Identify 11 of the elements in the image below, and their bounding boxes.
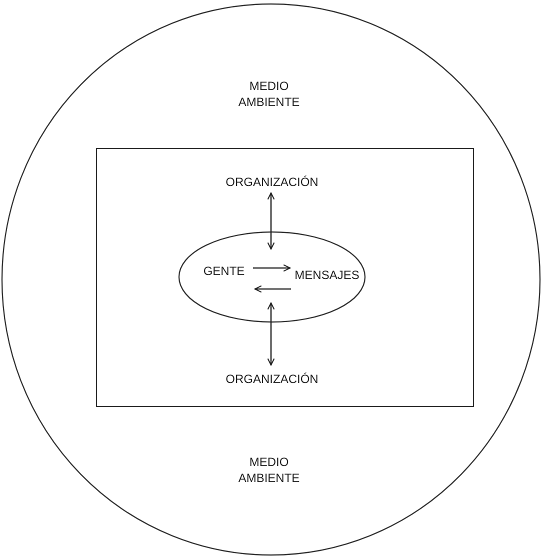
node-label: MEDIO AMBIENTE [237,78,301,110]
arrow [267,302,275,366]
node-label: ORGANIZACIÓN [224,174,320,190]
node-label: MENSAJES [294,267,360,284]
node-label: GENTE [202,263,246,280]
arrow [254,285,291,293]
node-label: ORGANIZACIÓN [224,371,320,388]
arrow [253,264,291,272]
node-label: MEDIO AMBIENTE [237,454,301,486]
arrow [267,192,275,250]
rectangle-frame [96,148,474,407]
